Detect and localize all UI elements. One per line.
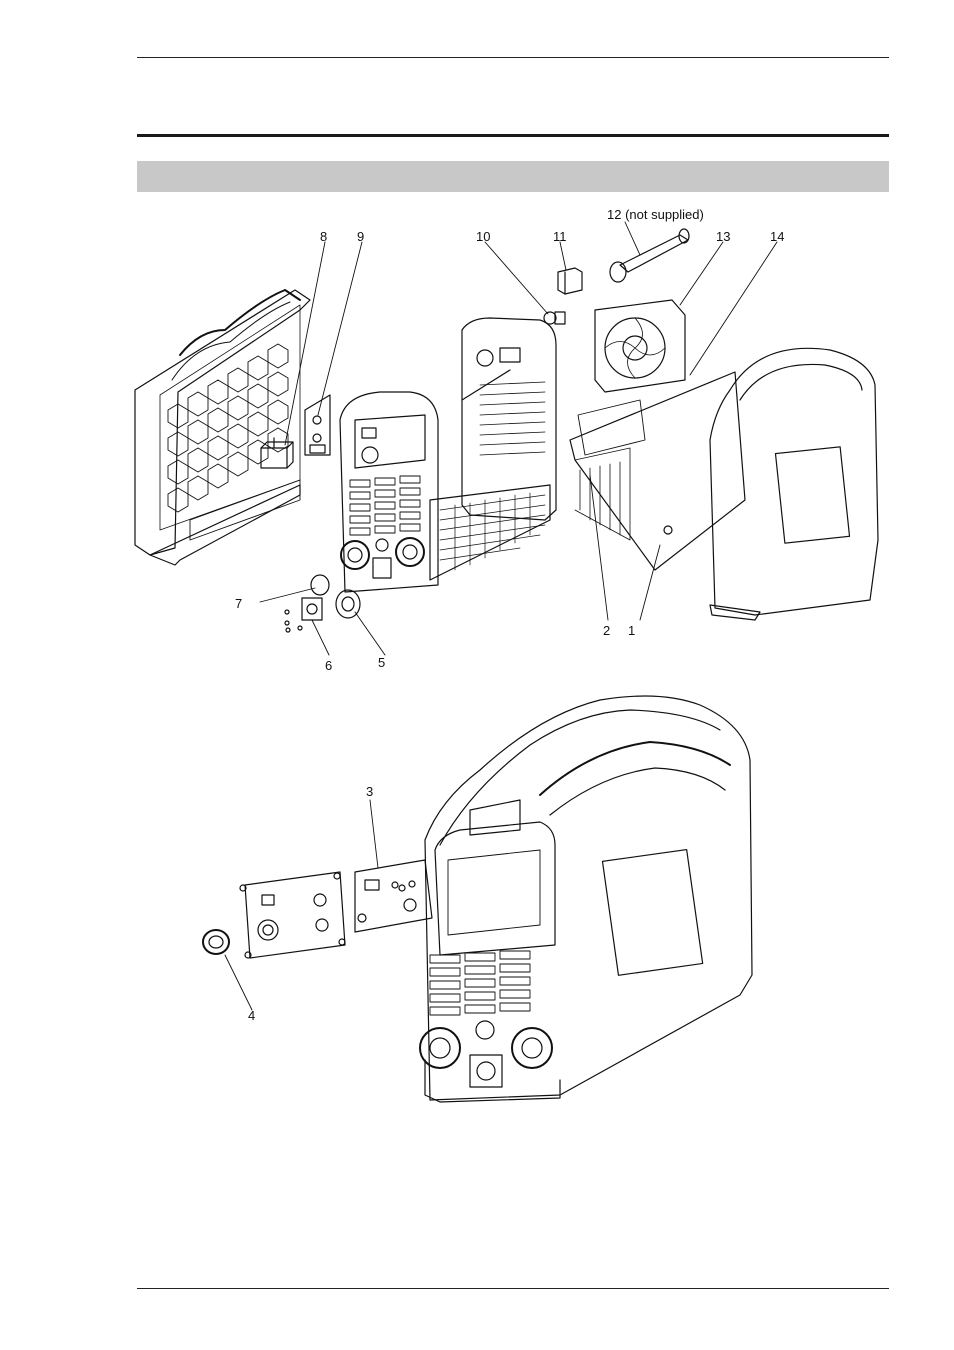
front-panel-part bbox=[340, 392, 438, 592]
right-side-cover-part bbox=[710, 348, 878, 620]
left-side-cover-part bbox=[135, 290, 310, 565]
callout-10: 10 bbox=[476, 229, 490, 244]
part-12-component bbox=[610, 229, 689, 282]
part-6-component bbox=[285, 598, 322, 632]
callout-11: 11 bbox=[553, 229, 567, 244]
main-pcb-part bbox=[570, 372, 745, 570]
callout-leader-lines bbox=[260, 222, 777, 655]
chassis-base-part bbox=[430, 485, 550, 580]
callout-labels: 8 9 10 11 12 (not supplied) 13 14 7 6 5 … bbox=[235, 207, 784, 1023]
callout-12: 12 (not supplied) bbox=[607, 207, 704, 222]
callout-8: 8 bbox=[320, 229, 327, 244]
callout-1: 1 bbox=[628, 623, 635, 638]
front-control-panel-plate bbox=[240, 872, 345, 958]
callout-7: 7 bbox=[235, 596, 242, 611]
callout-4: 4 bbox=[248, 1008, 255, 1023]
callout-6: 6 bbox=[325, 658, 332, 673]
callout-2: 2 bbox=[603, 623, 610, 638]
part-3-control-pcb bbox=[355, 860, 432, 932]
callout-5: 5 bbox=[378, 655, 385, 670]
part-9-component bbox=[305, 395, 330, 455]
part-7-component bbox=[311, 575, 329, 595]
callout-9: 9 bbox=[357, 229, 364, 244]
callout-3: 3 bbox=[366, 784, 373, 799]
part-4-knob bbox=[203, 930, 229, 954]
part-11-component bbox=[558, 268, 582, 294]
part-13-fan bbox=[595, 300, 685, 392]
callout-13: 13 bbox=[716, 229, 730, 244]
callout-14: 14 bbox=[770, 229, 784, 244]
part-8-component bbox=[261, 438, 293, 468]
part-10-component bbox=[544, 312, 565, 324]
assembled-welder-body bbox=[420, 696, 752, 1102]
